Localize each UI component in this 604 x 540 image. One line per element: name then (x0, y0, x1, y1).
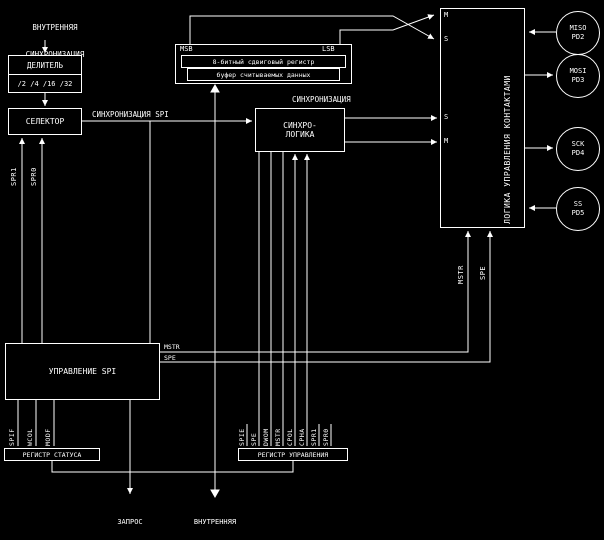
divider-title: ДЕЛИТЕЛЬ (9, 56, 81, 75)
ctrl-bit-cpha: CPHA (298, 428, 306, 446)
pin-port: PD4 (571, 149, 585, 157)
status-register-box: РЕГИСТР СТАТУСА (4, 448, 100, 461)
sync-label: СИНХРОНИЗАЦИЯ (292, 95, 351, 104)
spr0-label: SPR0 (30, 167, 38, 186)
control-register-box: РЕГИСТР УПРАВЛЕНИЯ (238, 448, 348, 461)
mux-marker-m-top: M (444, 11, 449, 19)
lsb-label: LSB (322, 45, 335, 53)
pin-logic-box (440, 8, 525, 228)
pin-pad-ss: SS PD5 (556, 187, 600, 231)
pin-port: PD2 (571, 33, 585, 41)
interrupt-request-label: ЗАПРОС ПРЕРЫВАНИЯ (117, 517, 143, 526)
status-bit-wcol: WCOL (26, 428, 34, 446)
mux-marker-m-mid: M (444, 137, 449, 145)
ctrl-bit-mstr: MSTR (274, 428, 282, 446)
divider-box: ДЕЛИТЕЛЬ /2 /4 /16 /32 (8, 55, 82, 93)
msb-label: MSB (180, 45, 193, 53)
pin-name: MISO (569, 24, 587, 32)
pin-port: PD5 (571, 209, 585, 217)
spi-clock-label: СИНХРОНИЗАЦИЯ SPI (92, 110, 169, 119)
ctrl-bit-spr0: SPR0 (322, 428, 330, 446)
read-buffer: буфер считываемых данных (187, 68, 340, 81)
spe-label: SPE (164, 354, 176, 362)
ctrl-bit-cpol: CPOL (286, 428, 294, 446)
shift-register-inner: 8-битный сдвиговый регистр (181, 55, 346, 68)
pin-pad-mosi: MOSI PD3 (556, 54, 600, 98)
pin-name: SCK (571, 140, 585, 148)
sync-logic-box: СИНХРО- ЛОГИКА (255, 108, 345, 152)
spe-vertical-label: SPE (479, 265, 487, 280)
internal-data-bus-label: ВНУТРЕННЯЯ ШИНА ДАННЫХ (193, 517, 237, 526)
pin-logic-label: ЛОГИКА УПРАВЛЕНИЯ КОНТАКТАМИ (503, 75, 512, 224)
status-bit-modf: MODF (44, 428, 52, 446)
spi-control-box: УПРАВЛЕНИЕ SPI (5, 343, 160, 400)
pin-name: SS (573, 200, 583, 208)
ctrl-bit-spr1: SPR1 (310, 428, 318, 446)
spr1-label: SPR1 (10, 167, 18, 186)
status-bit-spif: SPIF (8, 428, 16, 446)
pin-name: MOSI (569, 67, 587, 75)
mux-marker-s-top: S (444, 35, 449, 43)
pin-port: PD3 (571, 76, 585, 84)
mux-marker-s-mid: S (444, 113, 449, 121)
ctrl-bit-dwom: DWOM (262, 428, 270, 446)
selector-box: СЕЛЕКТОР (8, 108, 82, 135)
pin-pad-sck: SCK PD4 (556, 127, 600, 171)
ctrl-bit-spe: SPE (250, 432, 258, 446)
mstr-label: MSTR (164, 343, 180, 351)
mstr-vertical-label: MSTR (457, 265, 465, 284)
ctrl-bit-spie: SPIE (238, 428, 246, 446)
pin-pad-miso: MISO PD2 (556, 11, 600, 55)
divider-ratios: /2 /4 /16 /32 (17, 79, 73, 88)
